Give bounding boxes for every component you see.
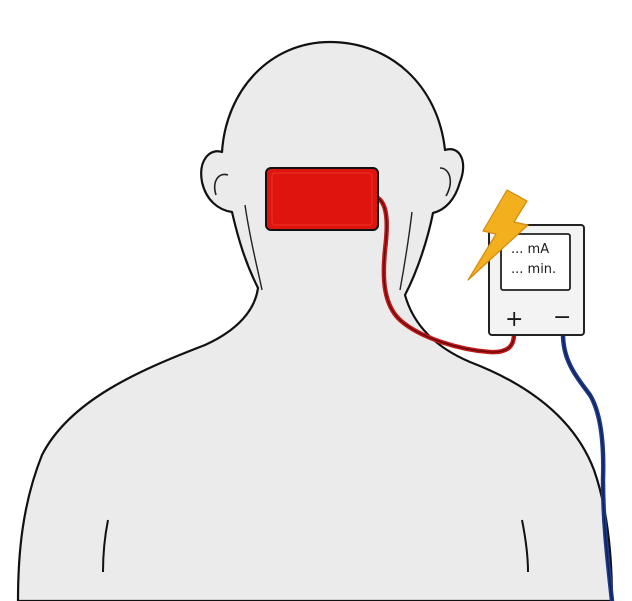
display-text-area: ... mA ... min. bbox=[505, 238, 569, 288]
display-current: ... mA bbox=[511, 242, 575, 257]
display-time: ... min. bbox=[511, 262, 575, 277]
electrode-pad bbox=[266, 168, 378, 230]
plus-terminal-label: + bbox=[505, 309, 523, 331]
minus-terminal-label: − bbox=[553, 307, 571, 329]
